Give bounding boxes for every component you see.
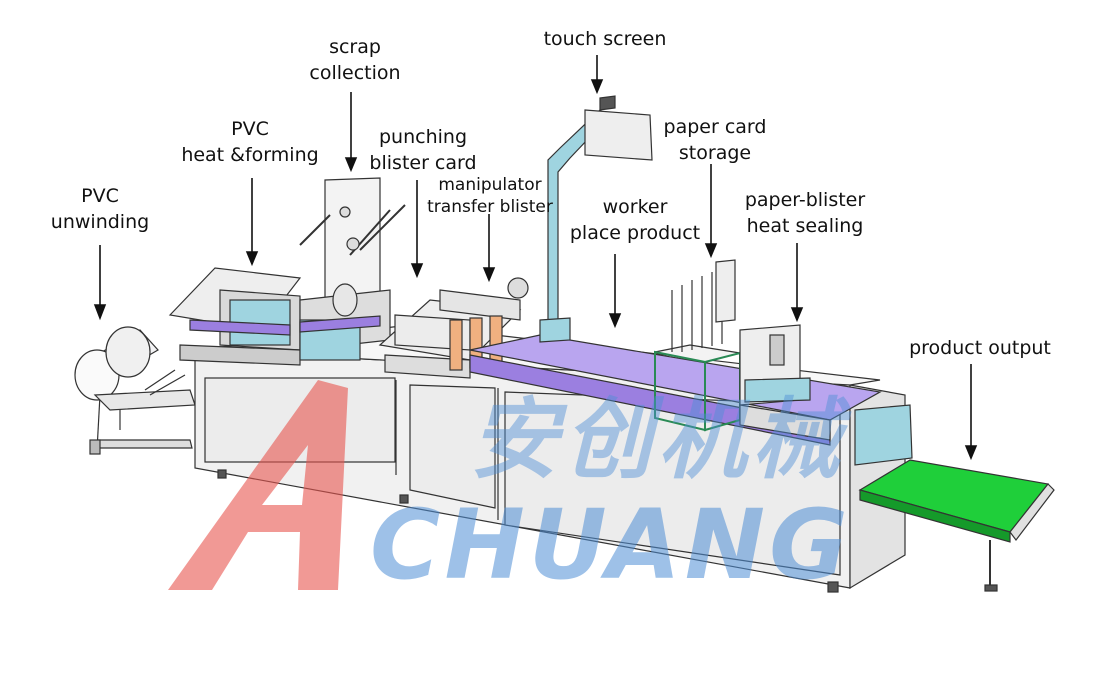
- touch-screen-arm: [539, 95, 653, 343]
- scrap-collection-unit: [299, 177, 406, 361]
- heat-forming-station: [168, 267, 302, 366]
- watermark-chinese-text: 安创机械: [470, 388, 852, 491]
- watermark: CHUANG 安创机械: [168, 380, 852, 601]
- label-arrows: [93, 55, 978, 461]
- label-product-output: product output: [909, 337, 1051, 359]
- pvc-roll: [74, 326, 196, 455]
- output-conveyor: [854, 404, 1055, 592]
- heat-sealing-station: [739, 324, 831, 441]
- watermark-brand-text: CHUANG: [370, 489, 852, 601]
- watermark-logo-a: [168, 380, 348, 590]
- label-touch-screen: touch screen: [543, 28, 667, 50]
- paper-card-storage: [654, 259, 741, 432]
